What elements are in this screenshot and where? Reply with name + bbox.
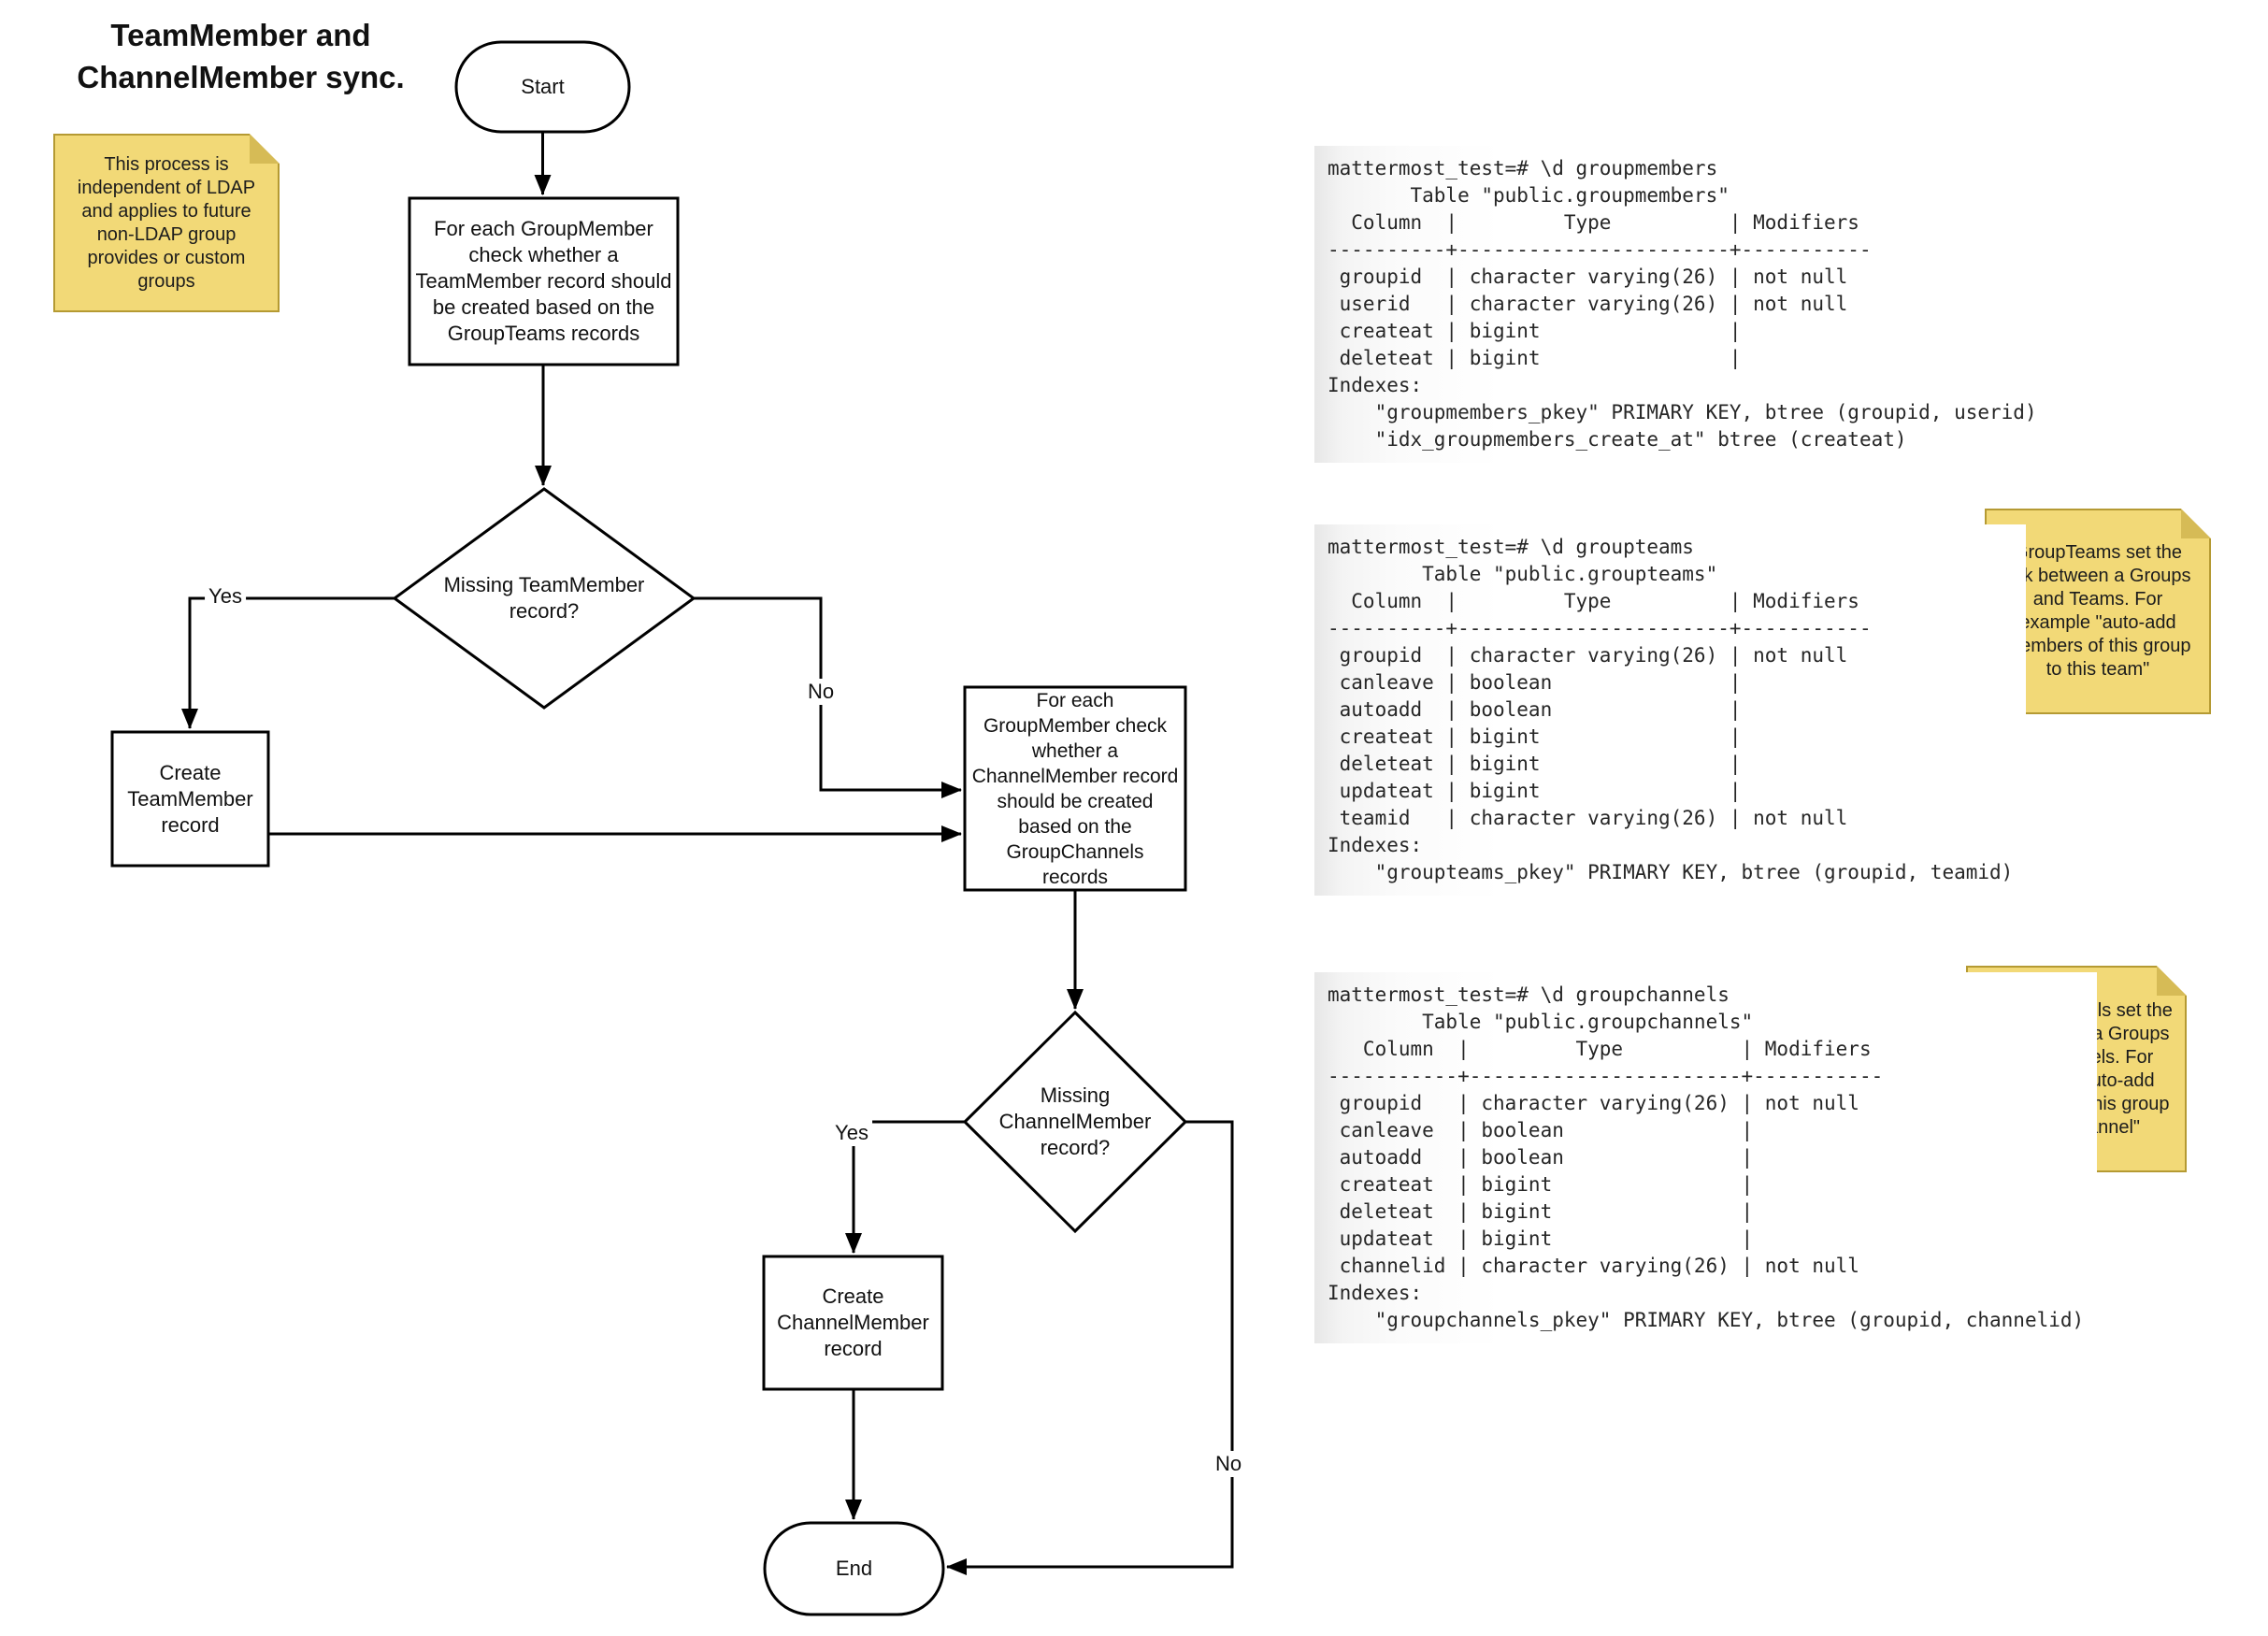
end-terminator-shape [763,1521,945,1616]
edge-label-no-team: No [803,679,839,705]
note-fold-icon [2181,509,2211,538]
start-label: Start [521,75,565,98]
process-team-label: For each GroupMember check whether a Tea… [415,217,672,345]
edge-decision-channel-no [946,1120,1234,1575]
create-team-label: Create TeamMember record [127,760,253,837]
terminal-groupchannels: mattermost_test=# \d groupchannels Table… [1314,972,2098,1343]
sticky-note-ldap: This process is independent of LDAP and … [53,134,280,312]
process-channel-shape [963,685,1187,892]
end-label: End [835,1557,873,1580]
create-channel-label: Create ChannelMember record [777,1284,929,1360]
create-team-shape [110,730,270,868]
edge-label-yes-channel: Yes [831,1120,872,1146]
terminal-groupmembers: mattermost_test=# \d groupmembers Table … [1314,146,2050,463]
start-terminator-shape [454,40,631,134]
decision-team-label: Missing TeamMember record? [443,573,645,623]
note-fold-icon [2157,966,2187,996]
decision-channel-label: Missing ChannelMember record? [998,1083,1152,1159]
process-channel-label: For each GroupMember check whether a Cha… [971,689,1179,888]
note-fold-icon [250,134,280,164]
create-channel-shape [762,1255,944,1391]
process-team-shape [408,196,680,366]
edge-label-no-channel: No [1211,1451,1246,1477]
sticky-note-ldap-text: This process is independent of LDAP and … [77,153,256,292]
page-title: TeamMember and ChannelMember sync. [77,18,405,94]
connectors [181,132,1234,1575]
sticky-note-groupteams-text: GroupTeams set the link between a Groups… [2004,542,2191,680]
edge-label-yes-team: Yes [205,583,246,610]
decision-team-shape [392,487,696,710]
edge-decision-team-yes [181,596,395,729]
decision-channel-shape [962,1010,1188,1234]
terminal-groupteams: mattermost_test=# \d groupteams Table "p… [1314,524,2027,896]
